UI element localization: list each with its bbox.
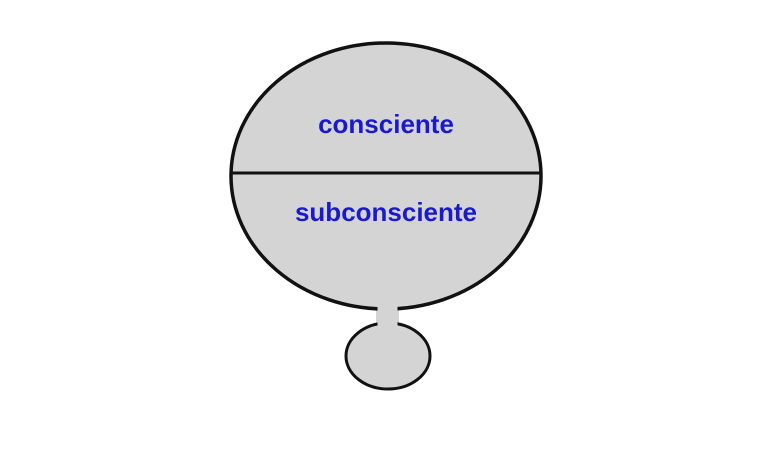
upper-label-consciente: consciente bbox=[318, 109, 454, 139]
mind-ellipse bbox=[229, 41, 543, 311]
lower-label-subconsciente: subconsciente bbox=[294, 197, 478, 227]
